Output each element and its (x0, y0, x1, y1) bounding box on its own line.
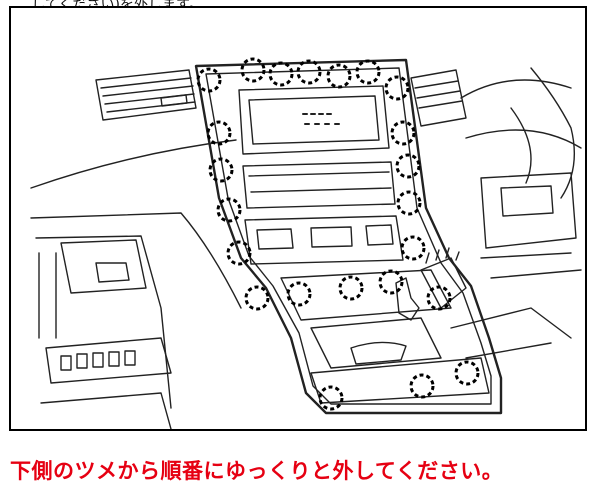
instruction-caption: 下側のツメから順番にゆっくりと外してください。 (10, 459, 504, 483)
console-illustration (30, 57, 582, 429)
clip-markers (196, 57, 480, 411)
figure-frame (9, 6, 587, 431)
